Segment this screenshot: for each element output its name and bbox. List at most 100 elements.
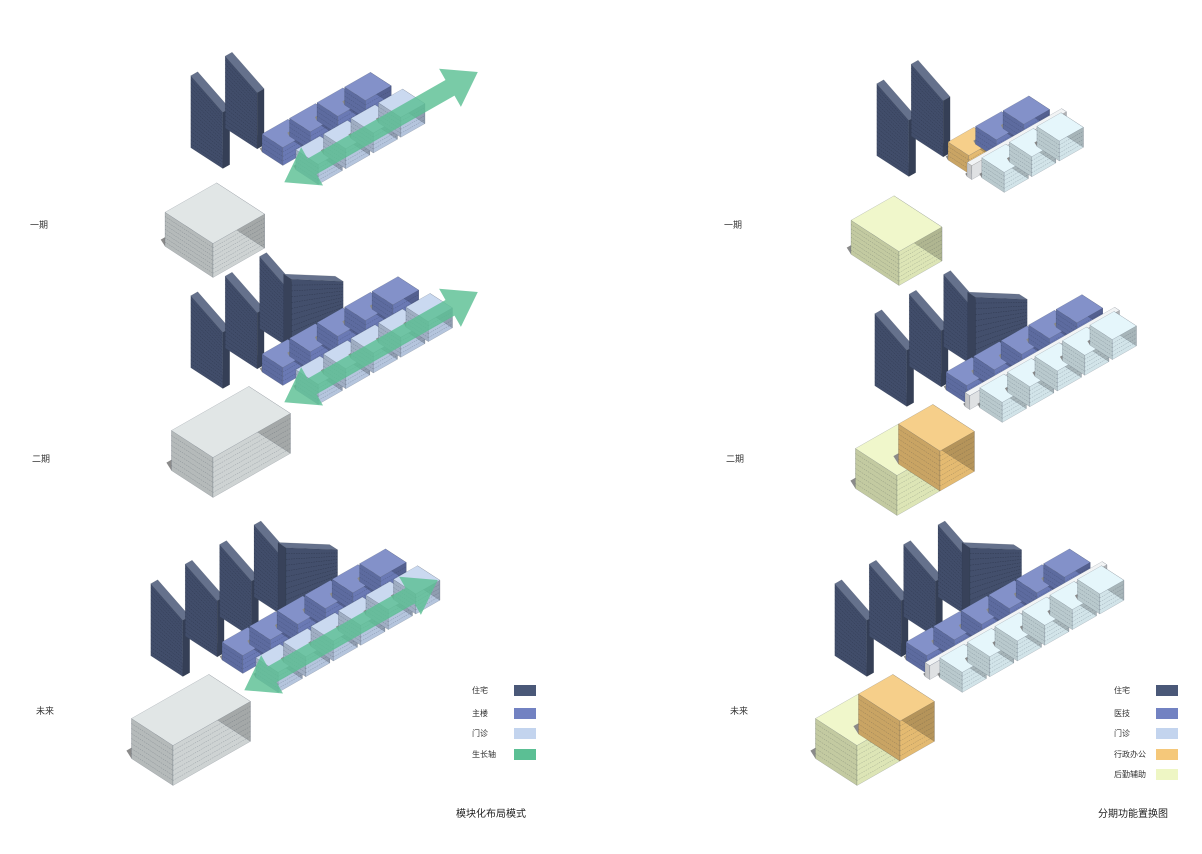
legend-swatch: [1156, 749, 1178, 760]
floor-line: [150, 591, 183, 627]
floor-line: [150, 647, 183, 671]
floor-line: [939, 446, 975, 467]
floor-line: [150, 623, 183, 652]
legend-swatch: [1156, 685, 1178, 696]
floor-line: [373, 351, 398, 366]
floor-line: [1044, 623, 1069, 638]
grey-block: [160, 182, 265, 278]
floor-line: [131, 743, 174, 771]
floor-line: [911, 107, 944, 136]
floor-line: [289, 127, 311, 141]
roof-face: [1036, 112, 1084, 142]
floor-line: [903, 596, 936, 622]
floor-line: [909, 325, 942, 356]
floor-line: [898, 453, 941, 482]
logistics-block: [846, 195, 943, 286]
floor-line: [190, 127, 223, 154]
floor-line: [899, 736, 935, 757]
floor-line: [1007, 383, 1030, 399]
floor-line: [1034, 364, 1058, 380]
tech-block: [369, 276, 420, 324]
floor-line: [164, 241, 214, 274]
right-phase-1: [846, 59, 1084, 286]
residential-tower: [150, 579, 191, 677]
floor-line: [960, 614, 982, 629]
roof-face: [1089, 311, 1137, 340]
floor-line: [261, 362, 283, 377]
floor-line: [975, 328, 1028, 350]
roof-face: [344, 72, 392, 101]
floor-line: [185, 595, 218, 626]
floor-line: [834, 591, 867, 627]
floor-line: [815, 748, 858, 776]
roof-face: [164, 182, 265, 244]
right-legend-row-residential: 住宅: [1114, 685, 1178, 696]
floor-line: [259, 264, 292, 300]
floor-line: [876, 127, 909, 155]
floor-line: [876, 151, 909, 174]
roof-face: [1043, 548, 1091, 578]
floor-line: [898, 428, 941, 457]
floor-line: [318, 166, 343, 181]
floor-line: [276, 623, 298, 638]
floor-line: [1022, 618, 1045, 634]
floor-line: [1036, 142, 1060, 158]
floor-line: [259, 260, 292, 297]
floor-line: [858, 698, 901, 727]
floor-line: [1044, 627, 1069, 642]
floor-line: [289, 342, 311, 357]
left-legend-row-growth-axis: 生长轴: [472, 749, 536, 760]
floor-line: [876, 123, 909, 152]
floor-line: [967, 645, 990, 661]
floor-line: [291, 290, 344, 297]
floor-line: [225, 343, 258, 366]
floor-line: [876, 91, 909, 127]
floor-line: [898, 252, 943, 278]
floor-line: [190, 123, 223, 150]
floor-line: [259, 304, 292, 331]
floor-line: [249, 635, 271, 649]
floor-line: [834, 647, 867, 671]
legend-label: 后勤辅助: [1114, 770, 1146, 779]
floor-line: [219, 600, 252, 625]
roof-face: [1002, 95, 1050, 125]
floor-line: [318, 386, 343, 401]
floor-line: [903, 548, 936, 585]
floor-line: [945, 376, 967, 391]
floor-line: [898, 433, 941, 462]
floor-line: [855, 478, 898, 506]
floor-line: [171, 440, 214, 468]
floor-line: [400, 335, 425, 350]
floor-line: [1036, 138, 1060, 154]
floor-line: [225, 323, 258, 351]
floor-line: [1029, 388, 1054, 403]
floor-line: [850, 232, 900, 265]
floor-line: [253, 592, 287, 615]
floor-line: [185, 583, 218, 617]
legend-swatch: [514, 728, 536, 739]
floor-line: [400, 339, 425, 354]
floor-line: [876, 103, 909, 137]
legend-label: 住宅: [472, 686, 488, 695]
floor-line: [428, 323, 453, 338]
legend-label: 生长轴: [472, 750, 496, 759]
right-phase-label-1: 一期: [724, 221, 743, 231]
floor-line: [850, 249, 900, 282]
floor-line: [911, 103, 944, 133]
floor-line: [869, 619, 902, 645]
floor-line: [1034, 368, 1058, 384]
floor-line: [225, 91, 258, 121]
slab-roof: [277, 542, 339, 551]
floor-line: [937, 592, 971, 615]
roof-face: [964, 307, 1120, 396]
floor-line: [815, 723, 858, 751]
floor-line: [834, 627, 867, 655]
residential-tower: [903, 540, 943, 638]
floor-line: [1002, 114, 1024, 129]
floor-line: [400, 115, 425, 130]
legend-label: 住宅: [1114, 686, 1130, 695]
floor-line: [969, 575, 1022, 595]
floor-line: [1034, 372, 1058, 388]
floor-line: [171, 450, 214, 478]
floor-line: [903, 556, 936, 591]
